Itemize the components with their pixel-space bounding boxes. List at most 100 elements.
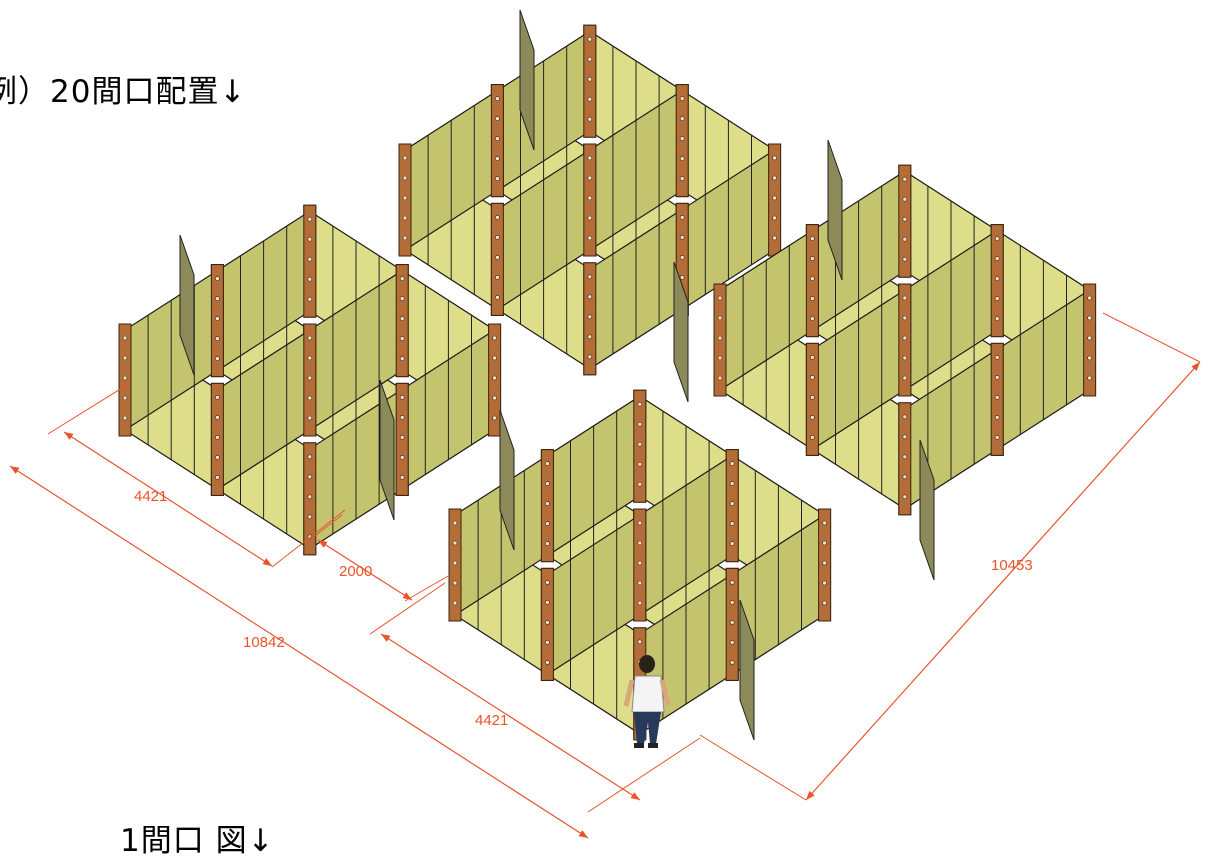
dimension-label-gap: 2000: [339, 563, 372, 580]
post-bolt: [822, 520, 827, 526]
post-bolt: [810, 256, 815, 261]
post-bolt: [545, 600, 550, 605]
post-bolt: [122, 335, 128, 341]
post-bolt: [902, 434, 908, 440]
post-bolt: [679, 255, 685, 260]
post-bolt: [717, 375, 723, 381]
post-bolt: [810, 375, 815, 380]
post-bolt: [810, 395, 815, 400]
post-bolt: [492, 355, 497, 361]
post-bolt: [1087, 295, 1092, 301]
post-bolt: [679, 275, 685, 280]
post-bolt: [729, 521, 735, 526]
post-bolt: [587, 76, 593, 82]
post-bolt: [810, 276, 815, 281]
post-bolt: [495, 176, 500, 181]
post-bolt: [215, 336, 220, 341]
post-bolt: [587, 96, 593, 102]
post-bolt: [307, 236, 313, 242]
dimension-line: [380, 633, 641, 801]
post-bolt: [122, 355, 128, 361]
post-bolt: [902, 355, 908, 361]
post-bolt: [717, 335, 723, 341]
dimension-rule: [805, 361, 1201, 801]
wall-panel: [490, 143, 597, 316]
post-bolt: [587, 314, 593, 320]
post-bolt: [545, 481, 550, 486]
post-bolt: [822, 540, 827, 546]
post-bolt: [307, 415, 313, 421]
dimension-rule: [63, 431, 273, 567]
post-bolt: [545, 620, 550, 625]
dimension-lines: [9, 312, 1201, 839]
post-bolt: [399, 455, 405, 460]
post-bolt: [452, 580, 458, 586]
post-bolt: [810, 236, 815, 241]
post-bolt: [810, 355, 815, 360]
post-bolt: [679, 176, 685, 181]
post-bolt: [215, 356, 220, 361]
post-bolt: [402, 155, 408, 161]
extension-line: [1102, 312, 1201, 363]
post-bolt: [729, 501, 735, 506]
post-bolt: [307, 494, 313, 500]
post-bolt: [637, 580, 643, 586]
post-bolt: [902, 256, 908, 262]
post-bolt: [637, 481, 643, 487]
post-bolt: [729, 620, 735, 625]
post-bolt: [637, 421, 643, 427]
post-bolt: [587, 116, 593, 122]
wall-panel: [540, 508, 647, 681]
post-bolt: [994, 296, 1000, 301]
dimension-label-left-width: 4421: [134, 488, 167, 505]
post-bolt: [729, 640, 735, 645]
post-bolt: [492, 395, 497, 401]
post-bolt: [679, 136, 685, 141]
post-bolt: [679, 96, 685, 101]
post-bolt: [902, 236, 908, 242]
post-bolt: [492, 375, 497, 381]
dimension-label-front-width: 4421: [475, 712, 508, 729]
post-bolt: [810, 316, 815, 321]
post-bolt: [495, 275, 500, 280]
post-bolt: [637, 401, 643, 407]
single-frontage-heading: 1間口 図↓: [120, 823, 275, 859]
post-bolt: [679, 116, 685, 121]
panel-walls: [118, 9, 1097, 741]
post-bolt: [122, 375, 128, 381]
post-bolt: [307, 296, 313, 302]
dimension-label-total-width: 10842: [243, 634, 285, 651]
post-bolt: [587, 354, 593, 360]
post-bolt: [729, 600, 735, 605]
dimension-line: [63, 431, 273, 567]
post-bolt: [994, 415, 1000, 420]
post-bolt: [215, 276, 220, 281]
post-bolt: [902, 196, 908, 202]
dimension-arrow: [630, 792, 640, 800]
extension-line: [271, 509, 346, 568]
post-bolt: [902, 176, 908, 182]
dimension-arrow: [402, 592, 412, 600]
post-bolt: [902, 494, 908, 500]
post-bolt: [587, 334, 593, 340]
post-bolt: [717, 315, 723, 321]
post-bolt: [452, 600, 458, 606]
post-bolt: [1087, 315, 1092, 321]
extension-line: [587, 737, 701, 813]
post-bolt: [545, 640, 550, 645]
post-bolt: [495, 156, 500, 161]
dimension-arrow: [806, 790, 815, 800]
post-bolt: [1087, 335, 1092, 341]
post-bolt: [637, 540, 643, 546]
post-bolt: [717, 295, 723, 301]
post-bolt: [399, 316, 405, 321]
end-wing-panel: [499, 409, 515, 551]
post-bolt: [587, 294, 593, 300]
post-bolt: [729, 580, 735, 585]
end-wing-panel: [827, 139, 843, 281]
post-bolt: [994, 316, 1000, 321]
post-bolt: [810, 296, 815, 301]
post-bolt: [495, 255, 500, 260]
post-bolt: [307, 395, 313, 401]
post-bolt: [452, 540, 458, 546]
